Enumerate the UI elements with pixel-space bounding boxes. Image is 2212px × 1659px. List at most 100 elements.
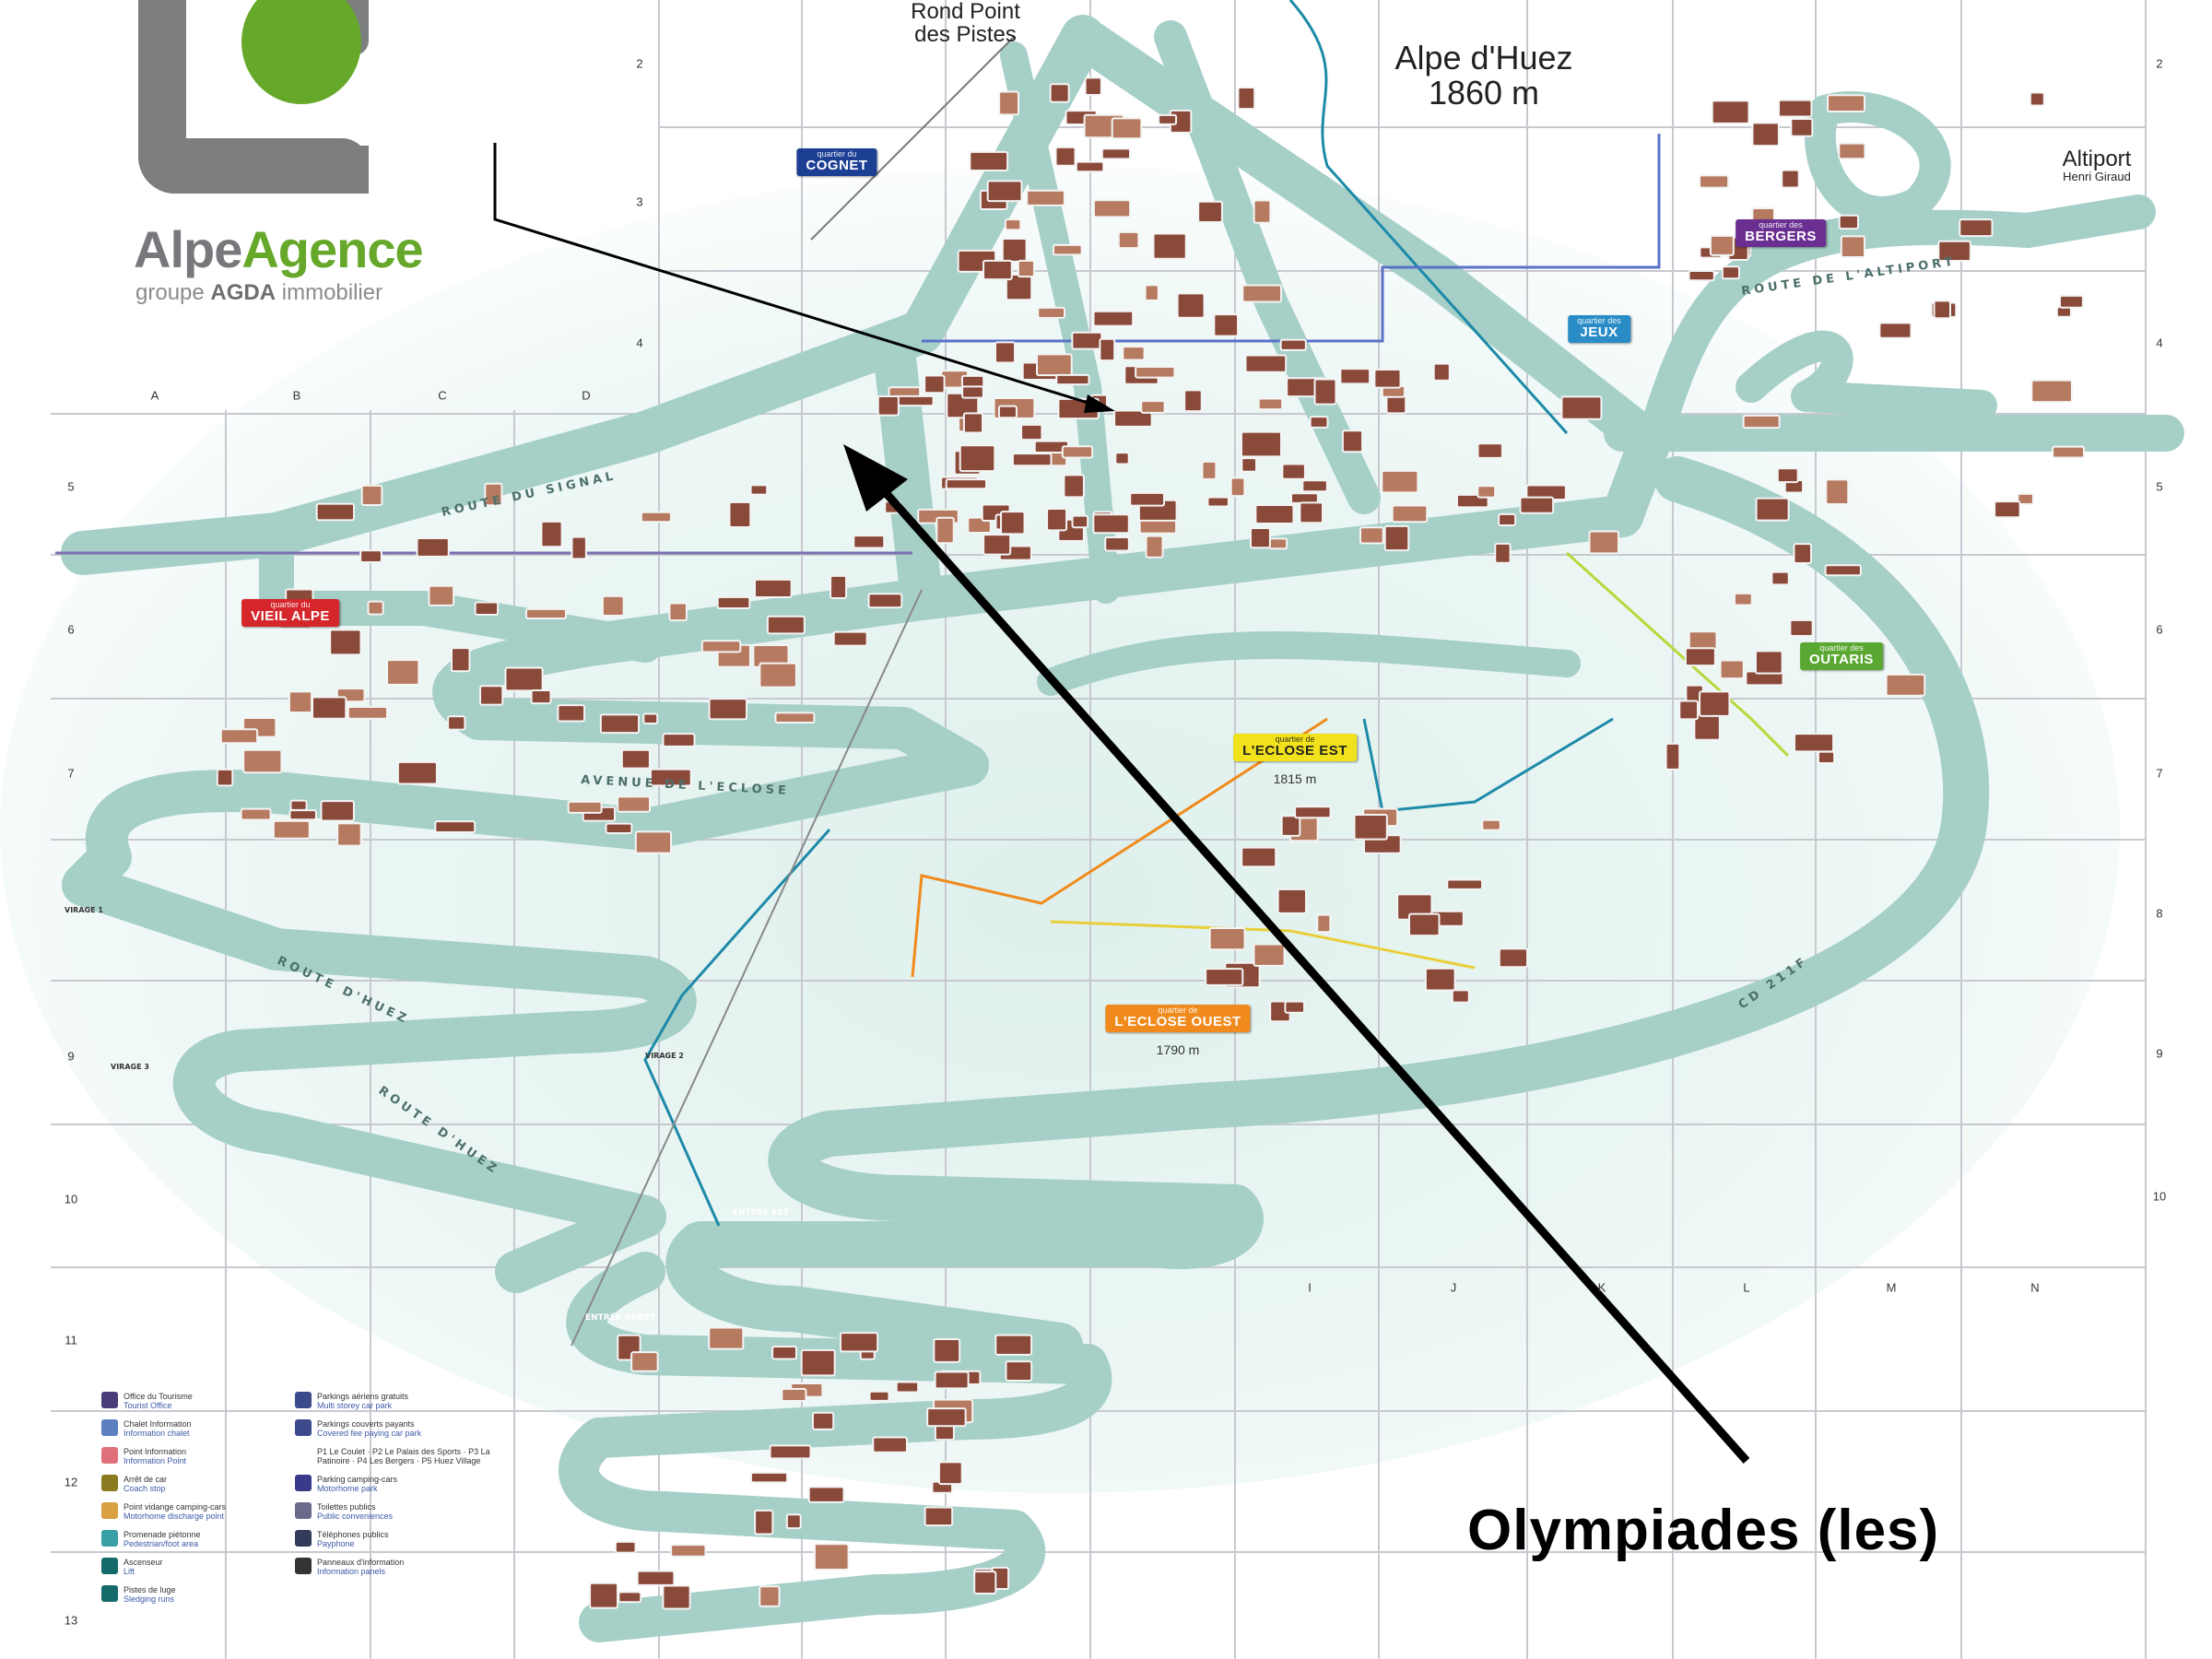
- building: [1339, 368, 1371, 385]
- building: [813, 1543, 850, 1571]
- road: [259, 517, 663, 663]
- district-prefix: quartier de: [1158, 1006, 1198, 1015]
- legend-symbol-icon: [295, 1447, 312, 1464]
- building: [1446, 878, 1484, 890]
- grid-label: 12: [64, 1475, 78, 1489]
- building: [962, 412, 984, 434]
- legend-label-fr: Panneaux d'information: [317, 1558, 405, 1567]
- building: [1071, 514, 1089, 529]
- legend-label-en: Covered fee paying car park: [317, 1429, 422, 1438]
- building: [1129, 491, 1166, 507]
- grid-label: 13: [64, 1613, 78, 1628]
- building: [2030, 379, 2073, 404]
- legend-label-fr: Point vidange camping-cars: [124, 1502, 227, 1512]
- grid-label: 10: [64, 1192, 78, 1206]
- legend-label-fr: Pistes de luge: [124, 1585, 176, 1594]
- district-prefix: quartier du: [817, 149, 857, 159]
- building: [1817, 750, 1836, 764]
- district-name: L'ECLOSE EST: [1242, 743, 1347, 759]
- building: [807, 1486, 845, 1503]
- tagline-part: immobilier: [276, 280, 383, 305]
- building: [1005, 1360, 1033, 1382]
- building: [447, 715, 466, 731]
- building: [1183, 389, 1203, 413]
- road-label: VIRAGE 1: [65, 906, 103, 914]
- building: [1092, 513, 1130, 535]
- legend-label-en: Sledging runs: [124, 1594, 175, 1604]
- building: [924, 1506, 954, 1527]
- grid-label: 6: [2156, 622, 2163, 637]
- legend-symbol-icon: [101, 1585, 118, 1602]
- olympiades-callout-label: Olympiades (les): [1467, 1499, 1940, 1562]
- grid-label: A: [150, 388, 159, 403]
- building: [1206, 496, 1230, 508]
- building: [1054, 146, 1077, 167]
- building: [1100, 147, 1132, 160]
- building: [1309, 416, 1329, 429]
- building: [2052, 445, 2086, 459]
- building: [1313, 378, 1337, 406]
- building: [986, 180, 1023, 203]
- building: [1781, 169, 1800, 189]
- building: [811, 1411, 835, 1430]
- walking-path: [643, 829, 831, 1227]
- building: [1498, 512, 1517, 526]
- district-prefix: quartier des: [1759, 220, 1803, 229]
- legend-label-fr: P1 Le Coulet · P2 Le Palais des Sports ·…: [317, 1447, 490, 1465]
- building: [630, 1351, 659, 1372]
- building: [1359, 526, 1384, 545]
- building: [800, 1348, 836, 1377]
- brand-part: Agence: [241, 220, 423, 278]
- building: [1353, 813, 1388, 841]
- building: [1684, 647, 1716, 667]
- building: [1494, 542, 1512, 564]
- secondary-pointer-line: [493, 143, 1098, 407]
- building: [557, 704, 586, 723]
- logo-green-dot: [241, 0, 361, 104]
- walking-path: [1288, 0, 1569, 435]
- district-name: OUTARIS: [1809, 652, 1874, 667]
- road: [62, 578, 989, 1293]
- grid-label: I: [1308, 1280, 1312, 1295]
- building: [1104, 535, 1130, 552]
- building: [329, 629, 362, 656]
- building: [872, 1436, 908, 1453]
- legend-label-en: Motorhome discharge point: [124, 1512, 225, 1521]
- building: [1294, 806, 1332, 819]
- building: [754, 1509, 774, 1535]
- district-altitude: 1790 m: [1156, 1042, 1200, 1057]
- building: [599, 713, 641, 735]
- building: [766, 615, 806, 635]
- building: [1825, 478, 1850, 506]
- road-label: VIRAGE 2: [645, 1052, 684, 1060]
- legend-symbol-icon: [295, 1419, 312, 1436]
- building: [1197, 200, 1223, 224]
- building: [924, 374, 946, 394]
- building: [934, 1371, 970, 1390]
- building: [1176, 292, 1206, 319]
- building: [1742, 414, 1781, 429]
- building: [1994, 500, 2021, 519]
- district-name: VIEIL ALPE: [251, 608, 330, 624]
- legend-label-en: Information chalet: [124, 1429, 190, 1438]
- grid-label: B: [292, 388, 301, 403]
- building: [1241, 457, 1258, 473]
- olympiades-arrowhead: [843, 444, 908, 512]
- building: [1253, 199, 1272, 224]
- tagline-part: AGDA: [210, 280, 276, 305]
- legend-label-fr: Point Information: [124, 1447, 187, 1456]
- building: [1280, 815, 1301, 837]
- legend-symbol-icon: [295, 1530, 312, 1547]
- building: [997, 405, 1018, 419]
- legend-symbol-icon: [295, 1392, 312, 1408]
- building: [1061, 445, 1094, 459]
- olympiades-arrow-line: [870, 477, 1750, 1464]
- district-prefix: quartier des: [1577, 316, 1621, 325]
- building: [1254, 503, 1295, 524]
- district-prefix: quartier de: [1275, 735, 1315, 744]
- road-label: ENTRÉE OUEST: [585, 1312, 656, 1323]
- building: [219, 728, 259, 745]
- building: [759, 662, 797, 688]
